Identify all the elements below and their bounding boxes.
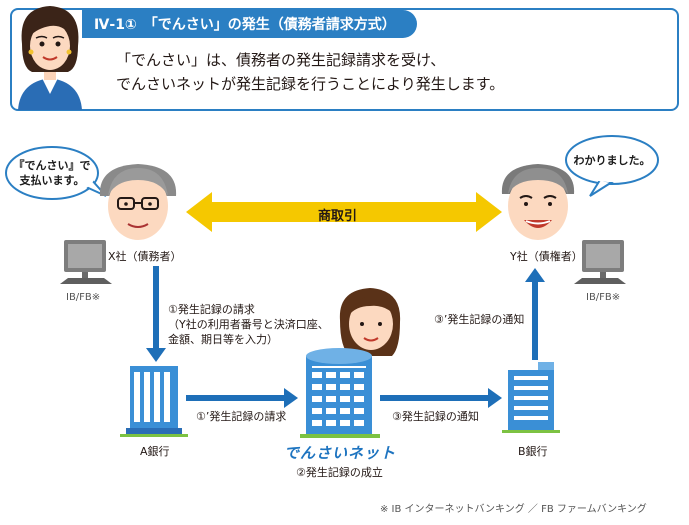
step1-prime-text: ①’発生記録の請求	[196, 410, 287, 423]
step1-line-2: （Y社の利用者番号と決済口座、	[168, 318, 329, 331]
debtor-speech-bubble	[5, 146, 107, 200]
page-title: Ⅳ-1① 「でんさい」の発生（債務者請求方式）	[94, 17, 396, 33]
ib-fb-right-label: IB/FB※	[586, 292, 621, 303]
densai-building-icon	[300, 348, 380, 438]
trade-arrow	[186, 192, 502, 232]
a-bank-building-icon	[120, 366, 188, 437]
left-computer-icon	[60, 240, 112, 284]
step3-prime-arrow	[525, 268, 545, 360]
y-company-label: Y社（債権者）	[510, 250, 583, 263]
densai-staff-icon	[339, 288, 401, 356]
densai-logo: でんさいネット	[284, 444, 397, 462]
debtor-speech-text: 『でんさい』で 支払います。	[12, 158, 92, 188]
creditor-speech-text: わかりました。	[573, 154, 651, 167]
establish-label: ②発生記録の成立	[296, 466, 383, 479]
debtor-speech-line-1: 『でんさい』で	[13, 159, 91, 172]
step1-text: ①発生記録の請求 （Y社の利用者番号と決済口座、 金額、期日等を入力）	[168, 302, 329, 347]
step1-line-3: 金額、期日等を入力）	[168, 333, 278, 346]
presenter-avatar-icon	[18, 6, 82, 110]
step1-arrow	[146, 266, 166, 362]
b-bank-label: B銀行	[518, 445, 548, 458]
intro-line-2: でんさいネットが発生記録を行うことにより発生します。	[116, 75, 505, 93]
debtor-speech-line-2: 支払います。	[19, 174, 85, 187]
header-title-band	[82, 10, 417, 38]
ib-fb-left-label: IB/FB※	[66, 292, 101, 303]
x-company-label: X社（債務者）	[108, 250, 182, 263]
debtor-person-icon	[99, 164, 177, 240]
a-bank-label: A銀行	[140, 445, 170, 458]
intro-text: 「でんさい」は、債務者の発生記録請求を受け、 でんさいネットが発生記録を行うこと…	[116, 48, 504, 96]
step3-arrow	[380, 388, 502, 408]
intro-line-1: 「でんさい」は、債務者の発生記録請求を受け、	[116, 51, 446, 69]
creditor-speech-bubble	[565, 135, 659, 197]
step1-prime-arrow	[186, 388, 298, 408]
right-computer-icon	[574, 240, 626, 284]
trade-label: 商取引	[318, 209, 358, 224]
step3-prime-text: ③’発生記録の通知	[434, 313, 525, 326]
step3-text: ③発生記録の通知	[392, 410, 479, 423]
creditor-person-icon	[501, 164, 575, 240]
b-bank-building-icon	[502, 362, 560, 433]
footnote: ※ IB インターネットバンキング ／ FB ファームバンキング	[380, 504, 647, 515]
step1-line-1: ①発生記録の請求	[168, 303, 255, 316]
